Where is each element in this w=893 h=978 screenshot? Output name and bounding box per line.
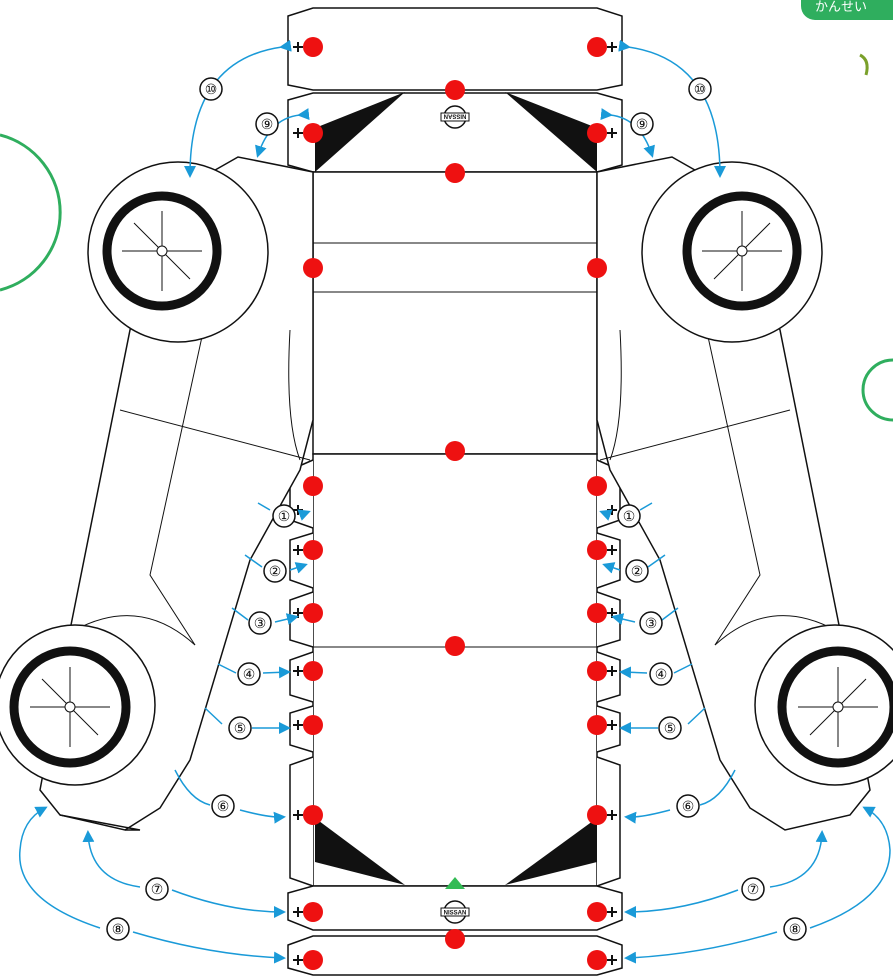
glue-dot bbox=[587, 603, 607, 623]
fold-plus-icon bbox=[293, 907, 303, 917]
glue-dot bbox=[445, 80, 465, 100]
wheel-icon bbox=[87, 161, 269, 343]
step-number-label: ⑤ bbox=[228, 716, 252, 740]
svg-text:③: ③ bbox=[254, 615, 267, 631]
center-strip bbox=[287, 7, 623, 976]
glue-dot bbox=[303, 603, 323, 623]
glue-dot bbox=[587, 902, 607, 922]
step-number-label: ⑩ bbox=[688, 77, 712, 101]
glue-dot bbox=[587, 950, 607, 970]
step-number-label: ① bbox=[617, 504, 641, 528]
step-numbers: ⑩ ⑩ ⑨ ⑨ ① ① ② ② ③ ③ ④ ④ ⑤ ⑤ ⑥ ⑥ ⑦ ⑦ ⑧ ⑧ bbox=[106, 77, 807, 941]
glue-dot bbox=[587, 123, 607, 143]
svg-text:⑥: ⑥ bbox=[682, 798, 695, 814]
glue-dot bbox=[587, 540, 607, 560]
glue-dot bbox=[587, 715, 607, 735]
wheel-icon bbox=[754, 624, 893, 786]
glue-dot bbox=[303, 902, 323, 922]
glue-dot bbox=[303, 661, 323, 681]
glue-dot bbox=[587, 661, 607, 681]
glue-dot bbox=[303, 805, 323, 825]
fold-plus-icon bbox=[607, 42, 617, 52]
svg-text:④: ④ bbox=[243, 666, 256, 682]
svg-text:⑨: ⑨ bbox=[636, 116, 649, 132]
step-number-label: ⑨ bbox=[630, 112, 654, 136]
svg-text:⑥: ⑥ bbox=[217, 798, 230, 814]
svg-text:⑦: ⑦ bbox=[151, 881, 164, 897]
fold-plus-icon bbox=[293, 42, 303, 52]
svg-text:⑤: ⑤ bbox=[234, 720, 247, 736]
wheel-icon bbox=[0, 624, 156, 786]
step-number-label: ① bbox=[272, 504, 296, 528]
svg-text:①: ① bbox=[623, 508, 636, 524]
svg-text:⑤: ⑤ bbox=[664, 720, 677, 736]
fold-plus-icon bbox=[607, 955, 617, 965]
corner-tag: かんせい bbox=[801, 0, 893, 20]
step-number-label: ⑦ bbox=[741, 877, 765, 901]
step-number-label: ③ bbox=[248, 611, 272, 635]
edge-circle-right bbox=[861, 358, 893, 422]
step-number-label: ⑧ bbox=[783, 917, 807, 941]
fold-plus-icon bbox=[607, 907, 617, 917]
svg-text:②: ② bbox=[269, 563, 282, 579]
step-number-label: ② bbox=[625, 559, 649, 583]
fold-plus-icon bbox=[293, 955, 303, 965]
glue-dots bbox=[303, 37, 607, 970]
start-marker-icon bbox=[445, 877, 465, 889]
glue-dot bbox=[445, 163, 465, 183]
step-number-label: ② bbox=[263, 559, 287, 583]
svg-text:⑩: ⑩ bbox=[694, 81, 707, 97]
step-number-label: ⑥ bbox=[211, 794, 235, 818]
glue-dot bbox=[445, 441, 465, 461]
step-number-label: ⑩ bbox=[199, 77, 223, 101]
fold-plus-icon bbox=[293, 545, 303, 555]
glue-dot bbox=[303, 37, 323, 57]
glue-dot bbox=[587, 37, 607, 57]
step-number-label: ④ bbox=[237, 662, 261, 686]
glue-dot bbox=[303, 258, 323, 278]
glue-dot bbox=[587, 476, 607, 496]
svg-text:③: ③ bbox=[645, 615, 658, 631]
glue-dot bbox=[303, 715, 323, 735]
step-number-label: ⑧ bbox=[106, 917, 130, 941]
edge-circle-left bbox=[0, 133, 62, 292]
glue-dot bbox=[587, 805, 607, 825]
svg-text:⑧: ⑧ bbox=[789, 921, 802, 937]
svg-text:④: ④ bbox=[655, 666, 668, 682]
svg-text:⑩: ⑩ bbox=[205, 81, 218, 97]
glue-dot bbox=[303, 123, 323, 143]
svg-text:⑧: ⑧ bbox=[112, 921, 125, 937]
fold-plus-icon bbox=[607, 810, 617, 820]
step-number-label: ③ bbox=[639, 611, 663, 635]
step-number-label: ⑤ bbox=[658, 716, 682, 740]
glue-dot bbox=[445, 929, 465, 949]
glue-dot bbox=[303, 950, 323, 970]
glue-dot bbox=[303, 540, 323, 560]
edge-leaf bbox=[859, 53, 869, 76]
svg-text:②: ② bbox=[631, 563, 644, 579]
wheel-icon bbox=[641, 161, 823, 343]
nissan-logo-icon: NISSAN bbox=[440, 105, 470, 129]
logo-text: NISSAN bbox=[444, 113, 467, 119]
logo-text: NISSAN bbox=[444, 911, 467, 917]
step-number-label: ⑨ bbox=[255, 112, 279, 136]
glue-dot bbox=[303, 476, 323, 496]
step-number-label: ⑥ bbox=[676, 794, 700, 818]
step-number-label: ⑦ bbox=[145, 877, 169, 901]
fold-plus-icon bbox=[607, 545, 617, 555]
step-number-label: ④ bbox=[649, 662, 673, 686]
fold-plus-icon bbox=[293, 810, 303, 820]
right-panel-lines bbox=[599, 299, 836, 646]
left-panel-lines bbox=[74, 299, 311, 646]
nissan-logo-icon: NISSAN bbox=[440, 900, 470, 924]
glue-dot bbox=[587, 258, 607, 278]
svg-text:⑦: ⑦ bbox=[747, 881, 760, 897]
svg-text:⑨: ⑨ bbox=[261, 116, 274, 132]
glue-dot bbox=[445, 636, 465, 656]
svg-text:①: ① bbox=[278, 508, 291, 524]
window-triangles bbox=[315, 92, 597, 885]
